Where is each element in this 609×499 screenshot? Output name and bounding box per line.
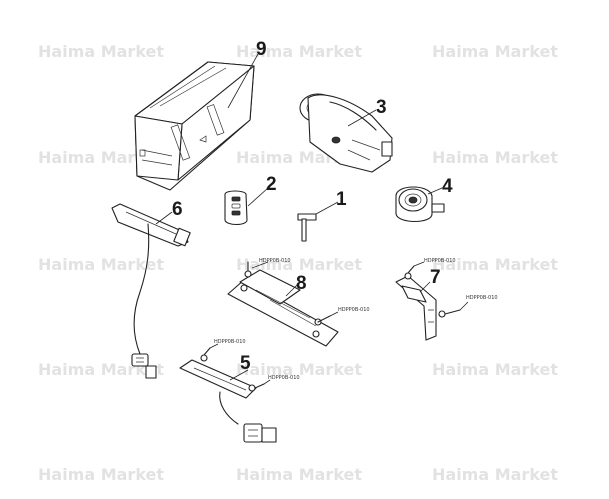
callout-8: 8 [296,273,307,294]
bracket-part-5 [179,343,277,443]
key-fob-part-2 [224,187,269,226]
key-blade-part-1 [297,201,339,242]
part-code-label: HDPP0B-010 [338,307,370,313]
part-code-label: HDPP0B-010 [214,339,246,345]
bracket-part-8 [227,261,339,347]
part-code-label: HDPP0B-010 [466,295,498,301]
antenna-part-6 [111,203,191,379]
start-button-part-4 [395,186,445,223]
callout-1: 1 [336,189,347,210]
callout-9: 9 [256,39,267,60]
ignition-housing-part-3 [299,93,393,173]
callout-6: 6 [172,199,183,220]
part-code-label: HDPP0B-010 [424,258,456,264]
callout-3: 3 [376,97,387,118]
part-code-label: HDPP0B-010 [259,258,291,264]
bracket-part-7 [395,261,469,341]
callout-2: 2 [266,174,277,195]
control-module-part-9 [134,53,259,191]
callout-4: 4 [442,176,453,197]
part-code-label: HDPP0B-010 [268,375,300,381]
callout-5: 5 [240,353,251,374]
callout-7: 7 [430,267,441,288]
